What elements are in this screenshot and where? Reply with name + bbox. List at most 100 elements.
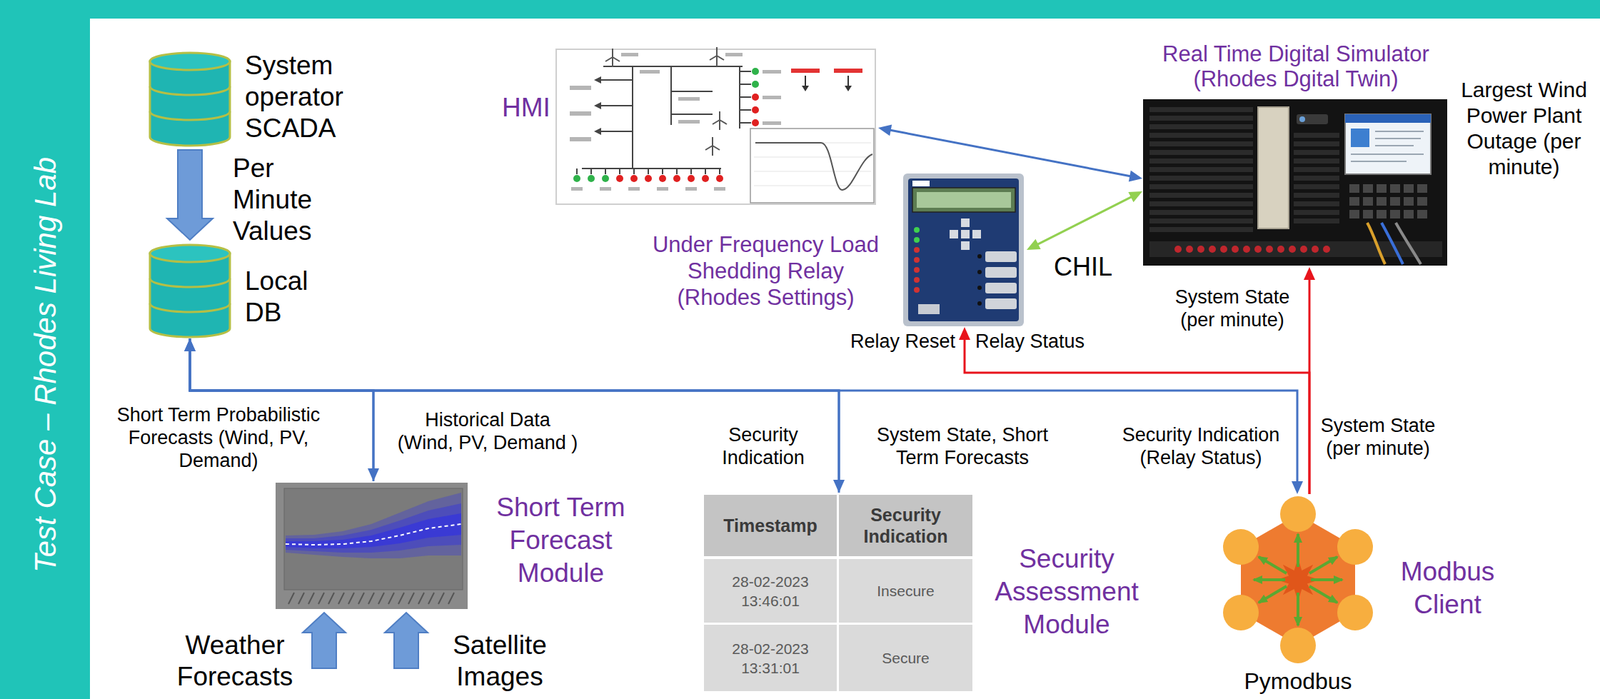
simulator-photo (1345, 114, 1431, 123)
simulator-photo (1149, 167, 1254, 173)
hmi-screenshot (658, 174, 667, 183)
arrowhead (1291, 481, 1303, 495)
simulator-photo (1311, 245, 1319, 253)
hmi-screenshot (673, 174, 681, 183)
relay-picture (977, 285, 982, 290)
hmi-screenshot (678, 119, 700, 124)
library-name: Pymodbus (1233, 668, 1363, 694)
hmi-screenshot (751, 119, 759, 127)
modbus-icon (1258, 556, 1287, 574)
simulator-photo (1293, 158, 1340, 164)
hmi-screenshot (639, 69, 660, 74)
relay-picture (960, 218, 970, 228)
simulator-photo (1403, 209, 1414, 219)
simulator-photo (1149, 184, 1254, 190)
hmi-screenshot (687, 174, 695, 183)
forecast-chart (275, 482, 468, 610)
signal-label: System State (per minute) (1170, 285, 1294, 332)
relay-picture (912, 187, 1016, 213)
forecast-node: Short Term Forecast Module (273, 481, 635, 612)
module-title: Modbus Client (1388, 555, 1507, 622)
relay-picture (913, 257, 920, 263)
simulator-photo (1376, 184, 1387, 193)
forecast-chart (285, 492, 462, 559)
hmi-screenshot (594, 102, 602, 110)
hmi-screenshot (569, 85, 592, 90)
hmi-screenshot (569, 52, 782, 191)
forecast-chart (284, 488, 463, 590)
relay-picture (977, 254, 982, 306)
hmi-screenshot (762, 69, 782, 74)
input-block-arrow (302, 612, 346, 669)
hmi-screenshot (750, 128, 874, 203)
hmi-screenshot (844, 85, 852, 92)
relay-picture (949, 229, 959, 239)
relay-picture (977, 269, 982, 275)
simulator-photo (1390, 184, 1401, 193)
simulator-photo (1231, 245, 1239, 253)
top-band (0, 0, 1600, 19)
simulator-photo (1293, 141, 1340, 147)
hmi-screenshot (616, 93, 759, 183)
simulator-photo (1367, 222, 1386, 265)
simulator-photo (1299, 116, 1306, 123)
hmi-screenshot (805, 75, 849, 88)
database-cylinder (149, 86, 230, 120)
forecast-chart (285, 503, 462, 553)
simulator-photo (1254, 245, 1262, 253)
security-table (838, 494, 973, 557)
simulator-photo (1174, 245, 1331, 253)
hmi-screenshot (601, 174, 610, 183)
forecast-chart (285, 513, 462, 549)
hmi-screenshot (755, 142, 873, 190)
simulator-photo (1208, 245, 1216, 253)
simulator-photo (1149, 209, 1254, 215)
hmi-screenshot (576, 66, 752, 175)
simulator-photo (1197, 245, 1205, 253)
arrowhead (958, 326, 971, 340)
modbus-icon (1223, 496, 1373, 664)
security-table (703, 494, 837, 557)
database-cylinder (149, 278, 230, 313)
simulator-photo (1293, 132, 1340, 138)
relay-picture (985, 298, 1017, 310)
database-node: System operator SCADA (146, 49, 365, 148)
table-cell: 28-02-2023 13:31:01 (703, 624, 837, 692)
hmi-screenshot (751, 93, 759, 101)
hmi-screenshot (573, 174, 581, 183)
table-cell: Insecure (838, 559, 973, 623)
simulator-photo (1149, 218, 1254, 224)
relay-picture (916, 192, 1011, 208)
hmi-screenshot (594, 76, 602, 84)
table-cell: Secure (838, 624, 973, 692)
hmi-screenshot (713, 187, 726, 191)
simulator-photo (1149, 158, 1254, 164)
hmi-screenshot (716, 174, 724, 183)
modbus-icon (1240, 514, 1356, 646)
edge-label: Historical Data (Wind, PV, Demand ) (395, 408, 580, 455)
simulator-photo (1300, 245, 1308, 253)
modbus-icon (1253, 578, 1286, 582)
modbus-node: Modbus ClientPymodbus (1217, 494, 1511, 697)
forecast-chart (275, 482, 468, 610)
simulator-photo (1149, 149, 1254, 155)
modbus-icon (1337, 529, 1373, 565)
simulator-photo (1345, 114, 1431, 175)
simulator-photo (1149, 141, 1254, 147)
simulator-photo (1376, 197, 1387, 206)
hmi-screenshot (571, 187, 583, 191)
relay-picture (913, 277, 920, 283)
relay-picture (913, 227, 920, 233)
modbus-icon (1337, 594, 1373, 631)
hmi-screenshot (801, 85, 809, 92)
modbus-icon (1223, 594, 1259, 631)
side-title: Test Case – Rhodes Living Lab (27, 157, 64, 573)
hmi-screenshot (621, 52, 639, 57)
note-label: Largest Wind Power Plant Outage (per min… (1457, 77, 1591, 180)
modbus-icon (1223, 496, 1373, 664)
input-label: Weather Forecasts (170, 629, 300, 693)
simulator-photo (1149, 124, 1254, 130)
arrowhead (367, 468, 380, 482)
